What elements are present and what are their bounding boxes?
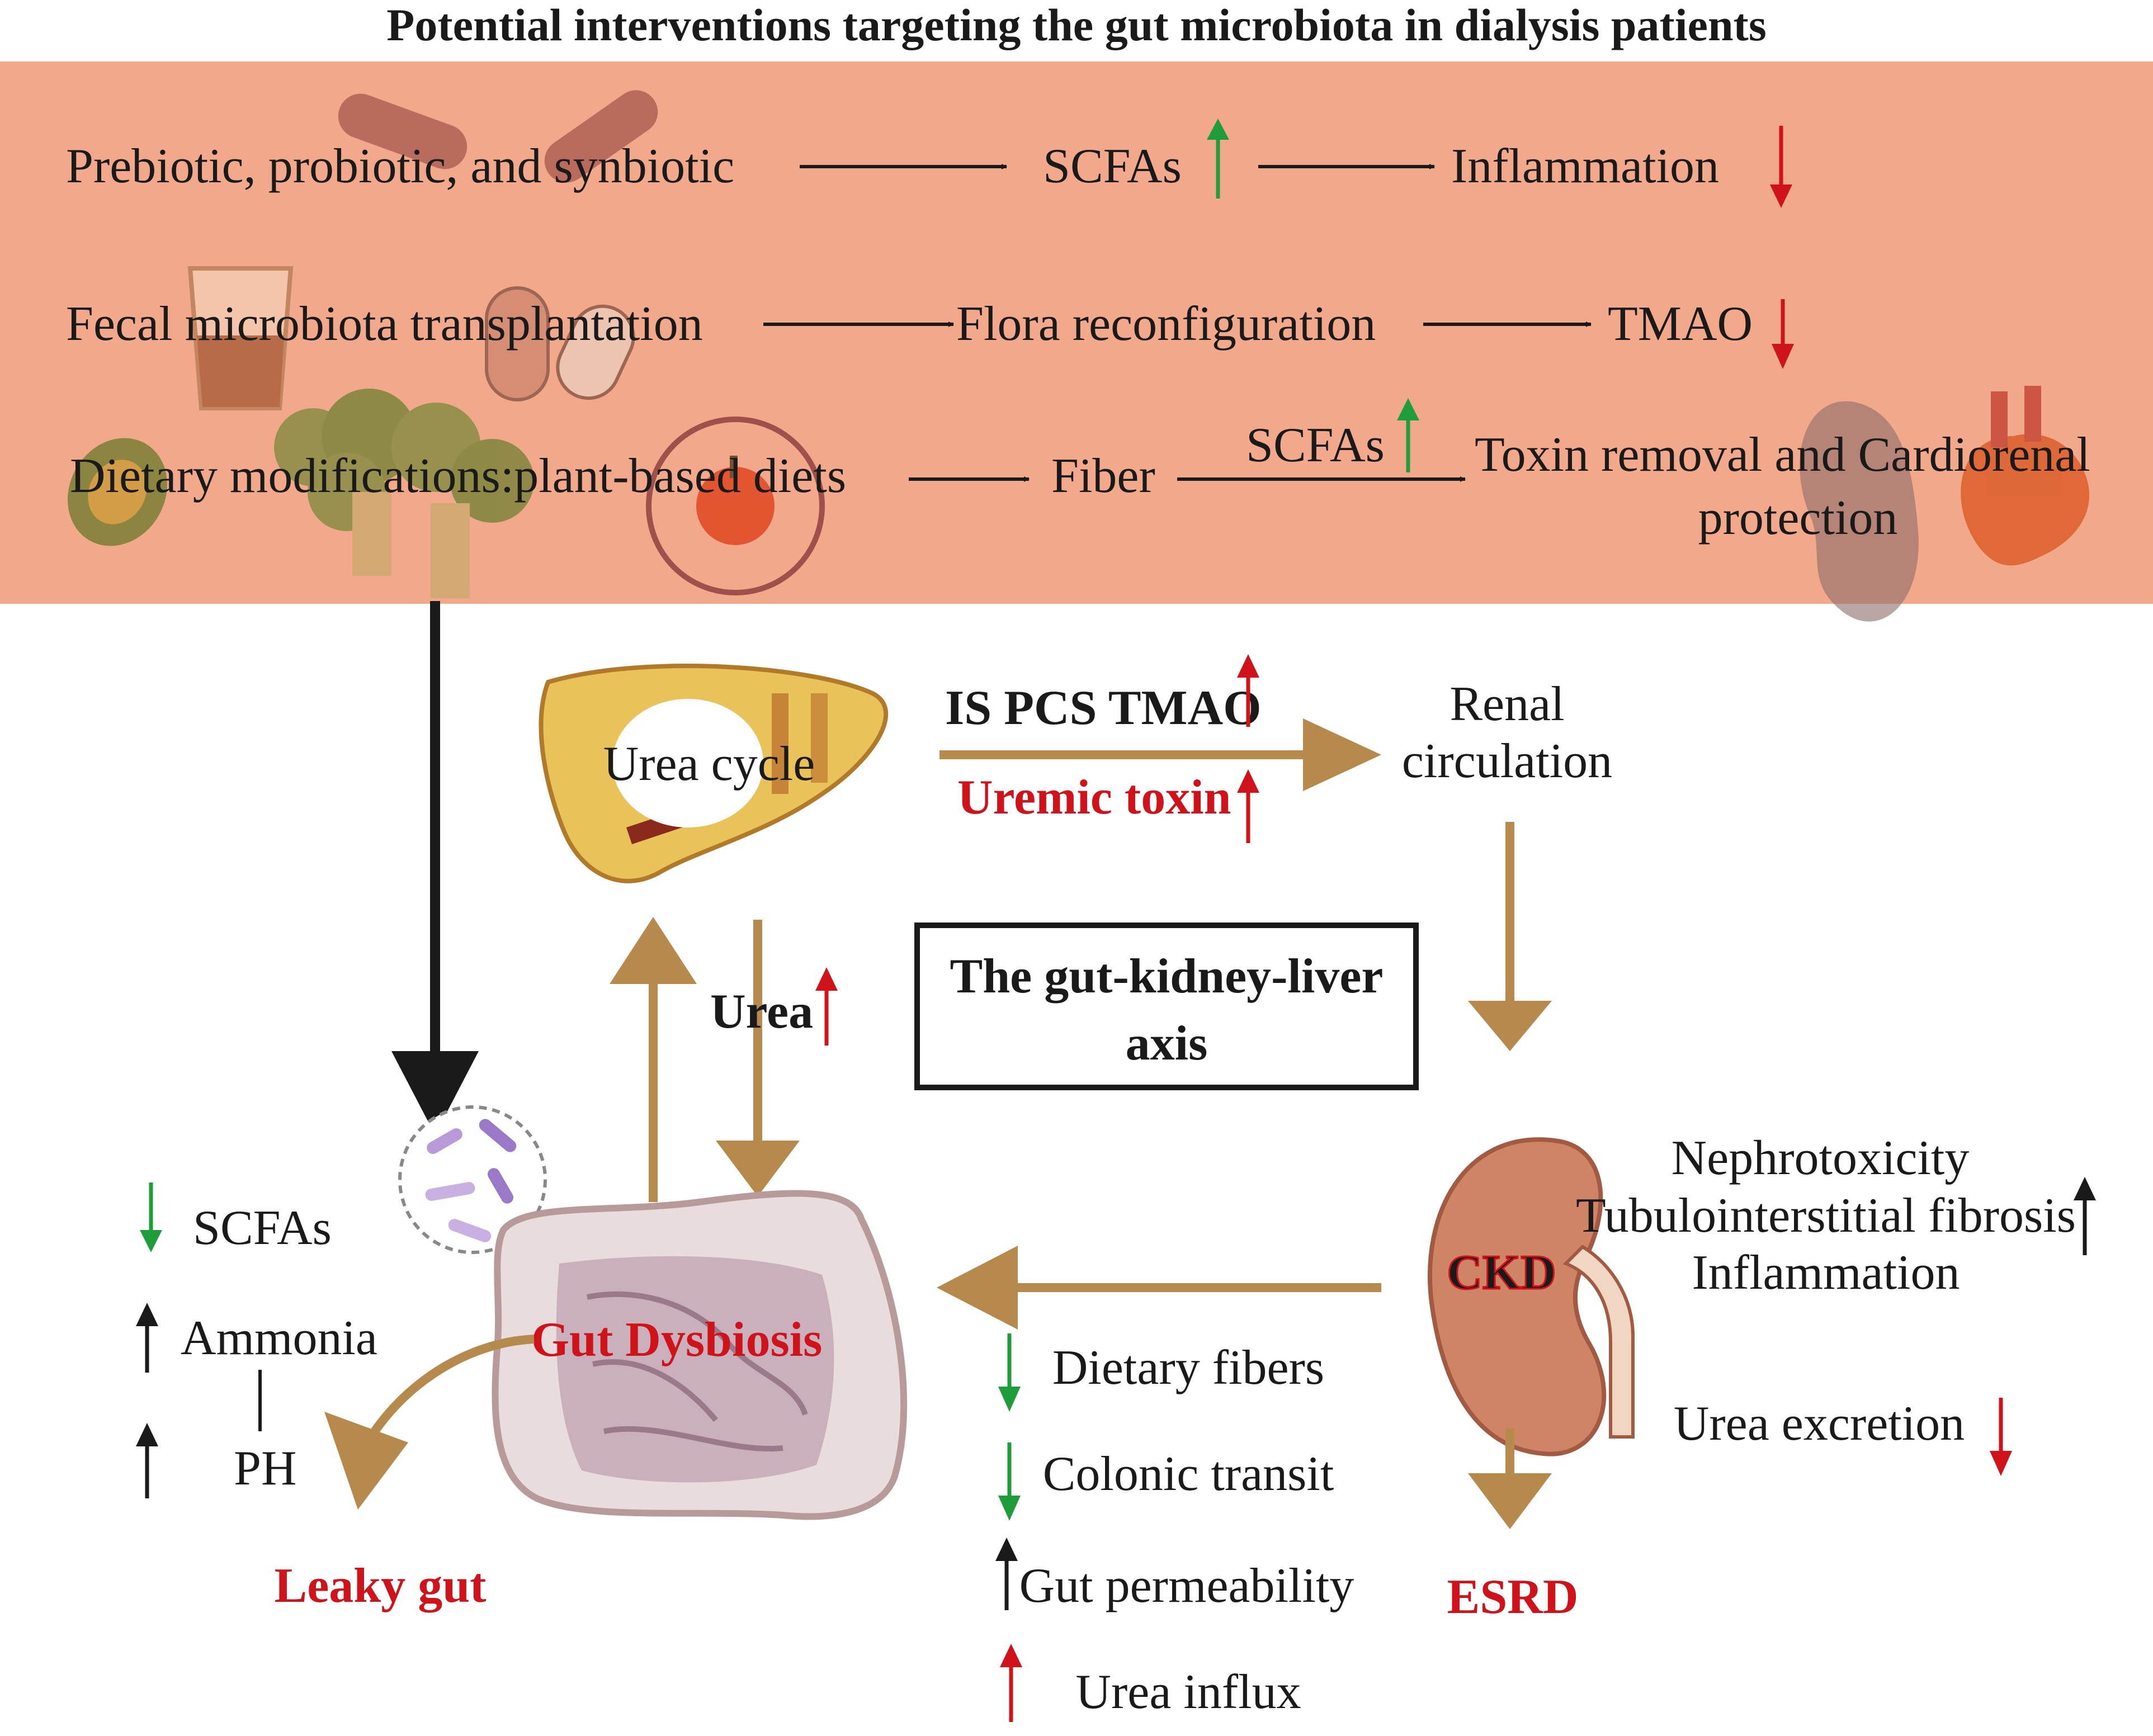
transplant-capsule-icons [485, 286, 635, 401]
esrd-label: ESRD [1447, 1570, 1579, 1624]
row1-decrease-arrow-icon [1770, 126, 1792, 208]
ckd-effect-gut-permeability: Gut permeability [1019, 1559, 1354, 1613]
row3-result-label-line2: protection [1698, 491, 1898, 545]
ckd-effect-dietary-fibers: Dietary fibers [1052, 1341, 1324, 1395]
microbe-magnifier-icon [398, 1105, 547, 1254]
panel-to-gut-arrow [391, 601, 479, 1135]
row3-source-label: Dietary modifications:plant-based diets [70, 449, 846, 503]
colonic-transit-decrease-arrow-icon [998, 1442, 1021, 1521]
kidney-to-gut-arrow [937, 1246, 1381, 1330]
kidney-effect-inflammation: Inflammation [1692, 1246, 1960, 1300]
leaky-gut-label: Leaky gut [275, 1559, 487, 1613]
liver-illustration [539, 664, 889, 883]
row1-middle-label: SCFAs [1043, 139, 1182, 193]
toxins-increase-arrow-icon [1237, 654, 1259, 727]
uremic-toxin-label: Uremic toxin [957, 770, 1231, 825]
ckd-effect-colonic-transit: Colonic transit [1043, 1447, 1334, 1501]
toxins-label: IS PCS TMAO [945, 681, 1262, 735]
dietary-fibers-decrease-arrow-icon [998, 1333, 1021, 1412]
kidney-illustration-icon [1800, 401, 1919, 622]
liver-label: Urea cycle [603, 737, 815, 791]
gut-effect-scfas: SCFAs [193, 1201, 332, 1255]
row3-middle-label: Fiber [1051, 449, 1155, 503]
ckd-effect-urea-influx: Urea influx [1075, 1665, 1301, 1719]
renal-label-line1: Renal [1450, 677, 1564, 731]
row3-increase-arrow-icon [1397, 398, 1419, 472]
urea-excretion-decrease-arrow-icon [1990, 1398, 2012, 1476]
plate-apple-icon [646, 417, 825, 595]
kidney-effect-fibrosis: Tubulointerstitial fibrosis [1576, 1189, 2076, 1243]
center-label-line2: axis [1126, 1016, 1208, 1071]
gut-effect-ph: PH [234, 1441, 297, 1496]
row2-middle-label: Flora reconfiguration [956, 297, 1376, 351]
row1-result-label: Inflammation [1451, 139, 1719, 193]
row2-result-label: TMAO [1608, 297, 1753, 351]
kidney-effects-increase-arrow-icon [2074, 1177, 2096, 1255]
gut-dysbiosis-label: Gut Dysbiosis [531, 1313, 823, 1367]
urea-influx-increase-arrow-icon [1000, 1644, 1022, 1722]
glass-icon [187, 266, 294, 410]
renal-label-line2: circulation [1402, 734, 1612, 788]
kidney-to-esrd-arrow [1468, 1428, 1552, 1529]
renal-to-kidney-arrow [1468, 822, 1552, 1051]
kidney-illustration [1428, 1137, 1635, 1456]
row2-decrease-arrow-icon [1772, 299, 1794, 369]
gut-effect-ammonia: Ammonia [181, 1311, 377, 1365]
avocado-icon [68, 438, 167, 546]
row1-source-label: Prebiotic, probiotic, and synbiotic [66, 139, 734, 193]
liver-to-renal-arrow [939, 718, 1381, 791]
broccoli-icon [274, 389, 534, 598]
uremic-toxin-increase-arrow-icon [1237, 769, 1259, 843]
heart-illustration-icon [1961, 386, 2090, 566]
gut-permeability-increase-arrow-icon [995, 1538, 1018, 1610]
intestine-illustration [492, 1190, 908, 1520]
gut-to-liver-arrow [610, 917, 697, 1202]
gut-to-leaky-arrow [324, 1335, 535, 1510]
row3-result-label-line1: Toxin removal and Cardiorenal [1475, 428, 2090, 482]
ckd-label: CKD [1447, 1246, 1556, 1300]
center-label-line1: The gut-kidney-liver [950, 949, 1384, 1004]
urea-increase-arrow-icon [815, 967, 838, 1046]
row1-increase-arrow-icon [1207, 119, 1229, 198]
scfas-decrease-arrow-icon [140, 1182, 162, 1252]
center-box [914, 923, 1419, 1090]
row3-arrow-label: SCFAs [1246, 418, 1385, 472]
row2-source-label: Fecal microbiota transplantation [66, 297, 703, 351]
liver-to-gut-arrow [716, 920, 800, 1196]
ammonia-increase-arrow-icon [136, 1303, 158, 1373]
kidney-effect-nephrotoxicity: Nephrotoxicity [1672, 1131, 1970, 1185]
kidney-effect-urea-excretion: Urea excretion [1674, 1397, 1965, 1451]
capsule-icons [338, 90, 658, 183]
urea-label: Urea [710, 985, 813, 1039]
diagram-title: Potential interventions targeting the gu… [386, 0, 1767, 50]
ph-increase-arrow-icon [136, 1423, 158, 1498]
